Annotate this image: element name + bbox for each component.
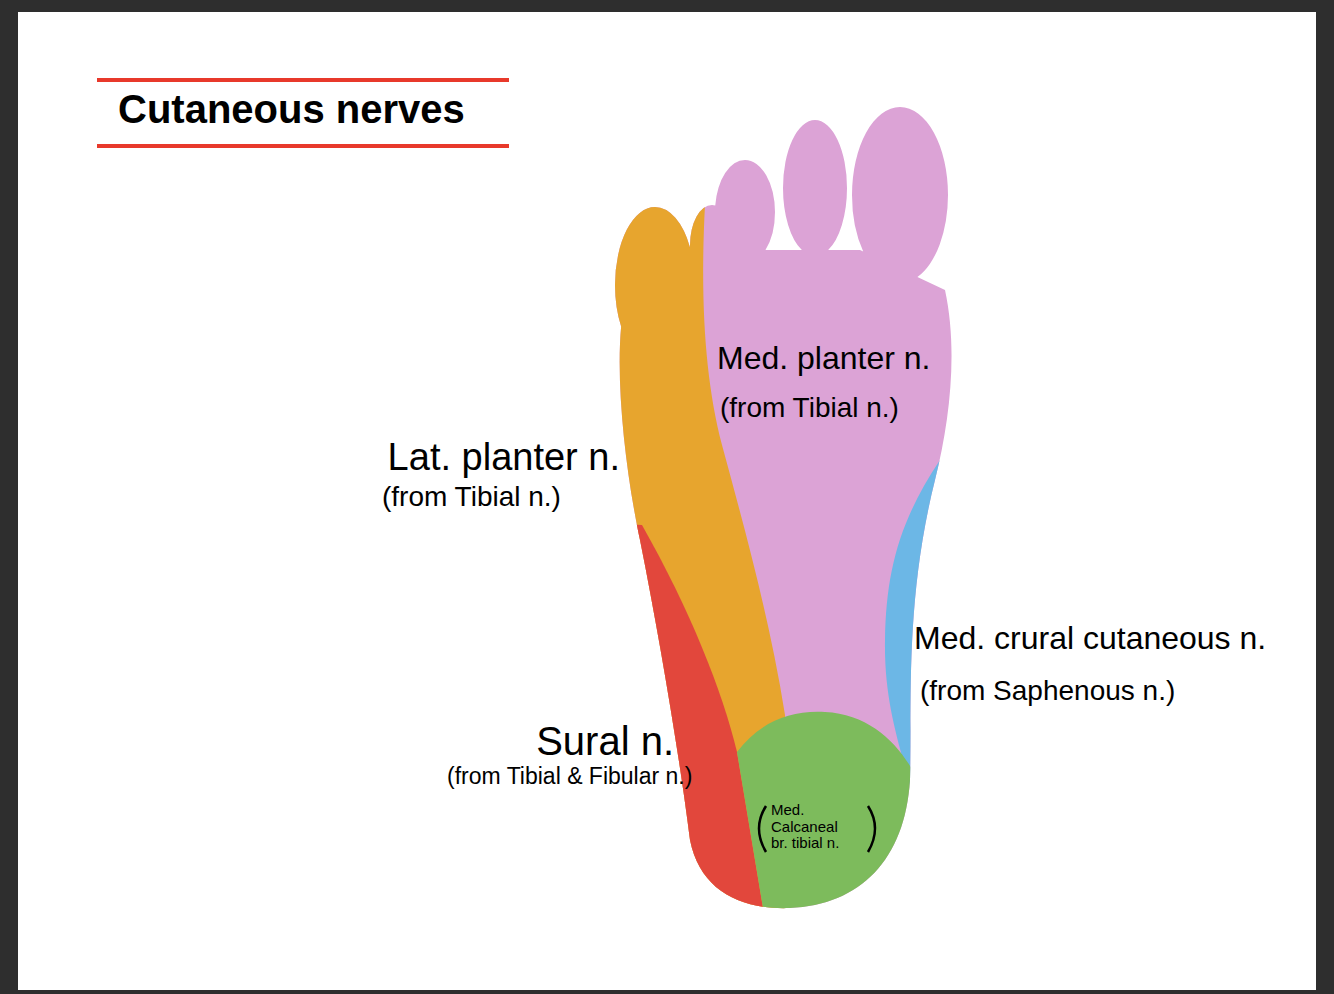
nerve-label: (from Saphenous n.) [920, 675, 1175, 707]
nerve-label: Med. crural cutaneous n. [914, 620, 1266, 657]
title: Cutaneous nerves [118, 86, 465, 132]
title-rule [97, 78, 509, 82]
nerve-label: Lat. planter n. [388, 436, 620, 480]
nerve-label: (from Tibial n.) [720, 392, 899, 424]
nerve-label: (from Tibial & Fibular n.) [447, 763, 692, 789]
bracket [759, 806, 766, 852]
title-rule [97, 144, 509, 148]
calcaneal-region [737, 712, 960, 950]
nerve-label: Sural n. [536, 718, 674, 764]
nerve-label: Med. planter n. [717, 340, 930, 377]
nerve-label: (from Tibial n.) [382, 481, 561, 513]
nerve-label: Med. Calcaneal br. tibial n. [771, 802, 851, 852]
bracket [868, 806, 875, 852]
lateral-plantar-region [550, 150, 785, 950]
foot-regions [550, 90, 1000, 950]
